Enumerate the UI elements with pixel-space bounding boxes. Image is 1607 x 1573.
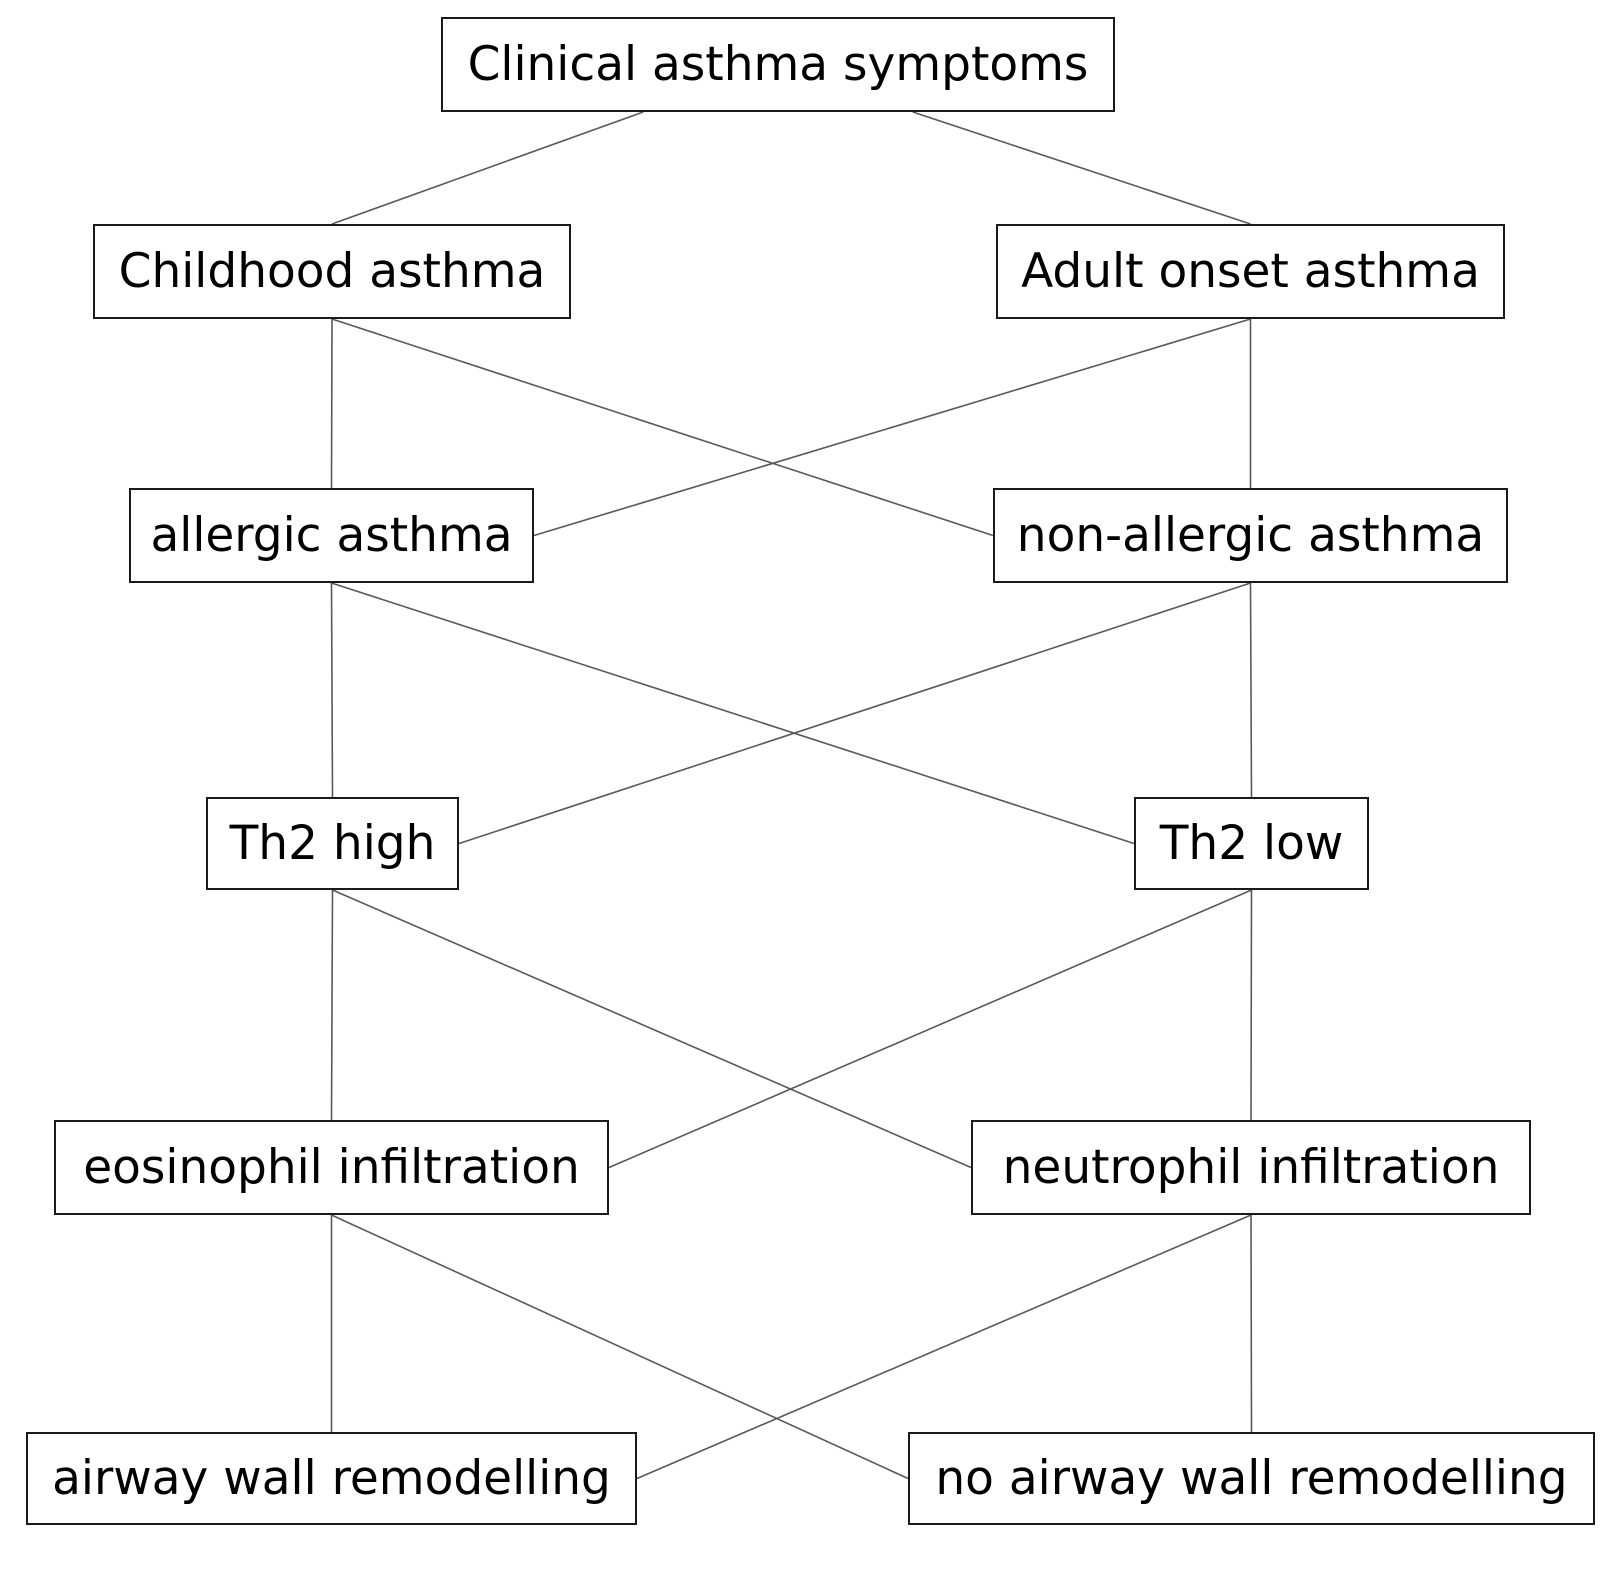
edge-allergic-th2low <box>331 582 1135 845</box>
node-eosinophil-infiltration: eosinophil infiltration <box>54 1120 609 1215</box>
edge-nonallergic-th2high <box>458 582 1251 845</box>
edge-allergic-th2high <box>330 582 334 798</box>
node-adult-onset-asthma: Adult onset asthma <box>996 224 1505 319</box>
node-th2-high: Th2 high <box>206 797 459 890</box>
node-th2-low: Th2 low <box>1134 797 1369 890</box>
edge-childhood-nonallergic <box>331 318 994 537</box>
edge-neut-awr <box>636 1214 1252 1480</box>
edge-th2high-neut <box>332 889 972 1169</box>
edge-eos-noawr <box>331 1214 909 1480</box>
edge-neut-noawr <box>1250 1214 1253 1433</box>
edge-top-childhood <box>331 111 644 225</box>
edge-th2low-eos <box>608 889 1252 1169</box>
node-clinical-asthma-symptoms: Clinical asthma symptoms <box>441 17 1115 112</box>
node-allergic-asthma: allergic asthma <box>129 488 534 583</box>
edge-th2low-neut <box>1250 889 1253 1121</box>
node-neutrophil-infiltration: neutrophil infiltration <box>971 1120 1531 1215</box>
edge-adult-allergic <box>533 318 1251 537</box>
node-airway-wall-remodelling: airway wall remodelling <box>26 1432 637 1525</box>
edge-childhood-allergic <box>330 318 333 489</box>
edge-top-adult <box>912 111 1251 225</box>
node-no-airway-wall-remodelling: no airway wall remodelling <box>908 1432 1595 1525</box>
edge-nonallergic-th2low <box>1249 582 1253 798</box>
edge-th2high-eos <box>330 889 334 1121</box>
node-non-allergic-asthma: non-allergic asthma <box>993 488 1508 583</box>
node-childhood-asthma: Childhood asthma <box>93 224 571 319</box>
